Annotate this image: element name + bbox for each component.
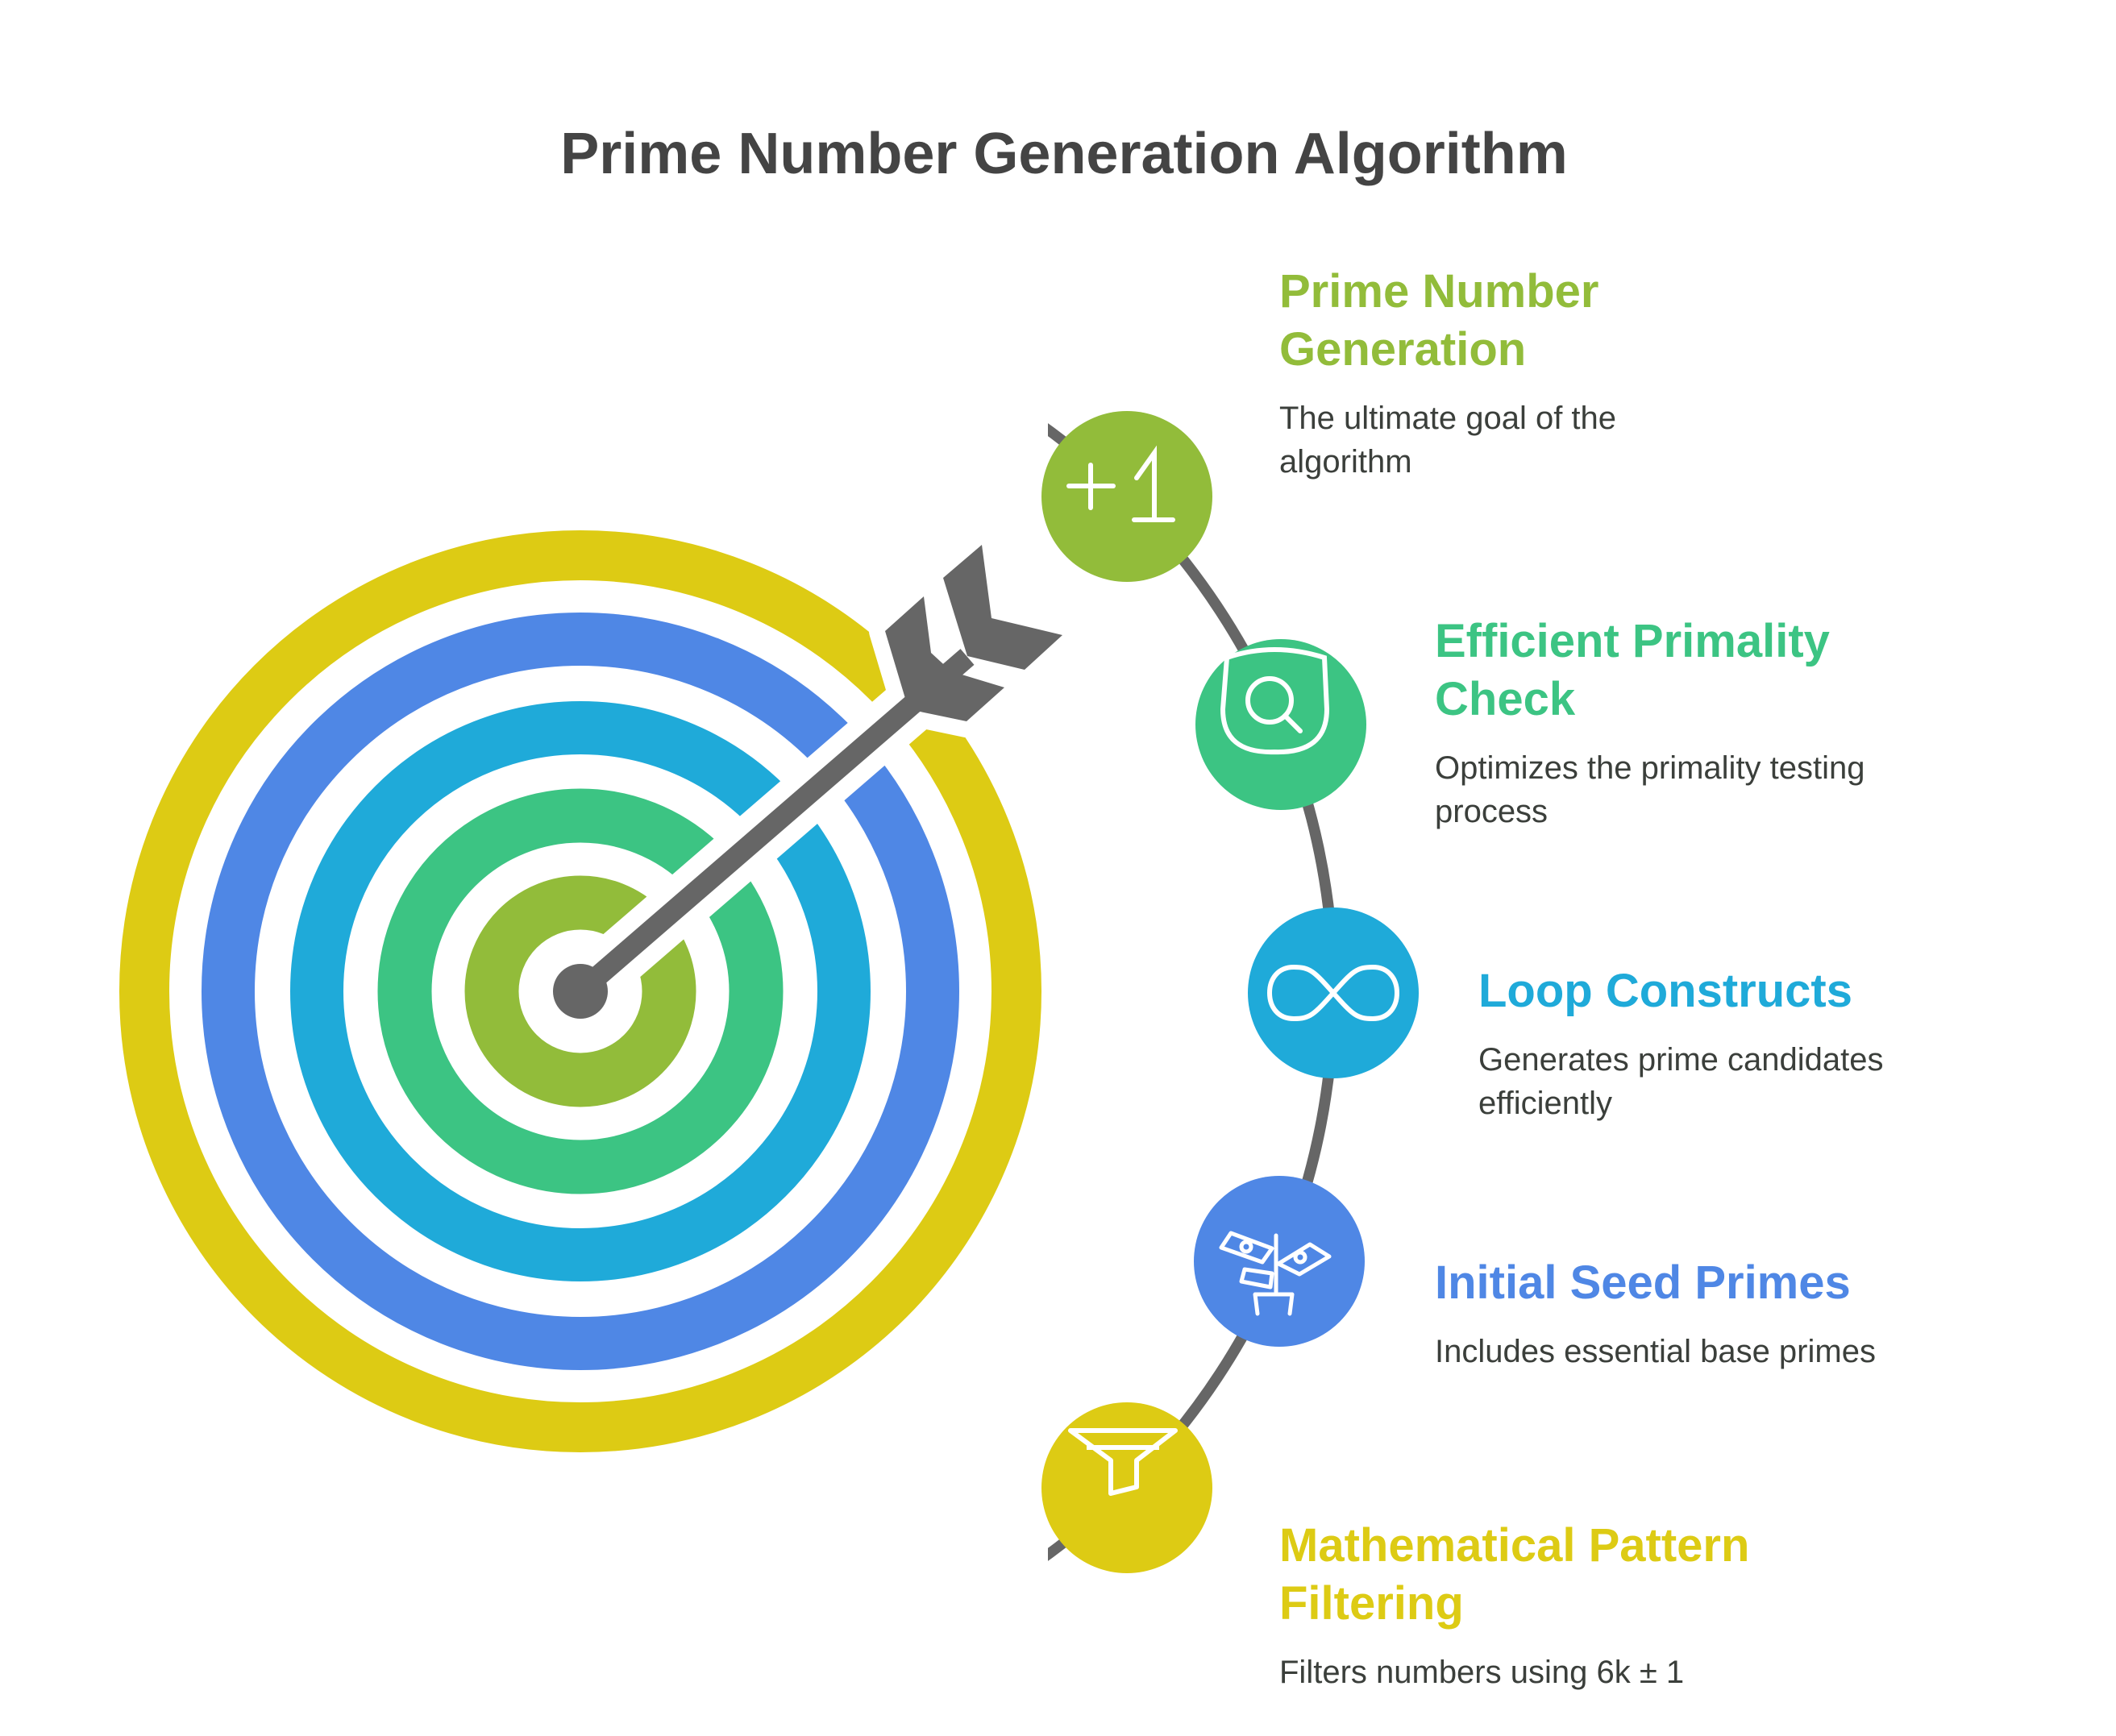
arrow-icon [553,529,1079,1019]
desc-line: Optimizes the primality testing [1435,750,1865,786]
step-circle-2 [1195,639,1366,810]
step-description: Generates prime candidates efficiently [1478,1038,1884,1125]
funnel-icon [1068,1428,1178,1496]
desc-line: Includes essential base primes [1435,1334,1876,1369]
step-heading: Initial Seed Primes [1435,1254,1876,1312]
heading-line: Loop Constructs [1478,965,1852,1017]
step-description: Includes essential base primes [1435,1330,1876,1373]
page-title: Prime Number Generation Algorithm [560,122,1568,186]
shield-search-icon [1220,647,1330,755]
desc-line: algorithm [1279,444,1412,480]
heading-line: Mathematical Pattern [1279,1519,1750,1572]
heading-line: Generation [1279,323,1527,376]
step-description: Filters numbers using 6k ± 1 [1279,1651,1749,1694]
desc-line: process [1435,794,1549,829]
desc-line: efficiently [1478,1086,1613,1121]
plant-money-icon [1219,1073,1332,1316]
plus-one-icon [1066,445,1175,522]
desc-line: The ultimate goal of the [1279,401,1617,436]
heading-line: Efficient Primality [1435,615,1830,667]
ring-green [377,788,784,1194]
step-3: Loop Constructs Generates prime candidat… [1478,962,1884,1125]
ring-yellow [119,530,1041,1452]
step-heading: Loop Constructs [1478,962,1884,1020]
step-circle-5 [1041,1402,1212,1573]
step-circle-4 [1194,1073,1365,1347]
step-circle-3 [1248,907,1419,1078]
heading-line: Filtering [1279,1577,1464,1630]
desc-line: Generates prime candidates [1478,1042,1884,1078]
heading-line: Prime Number [1279,265,1599,318]
step-description: The ultimate goal of the algorithm [1279,397,1616,484]
heading-line: Initial Seed Primes [1435,1256,1851,1309]
heading-line: Check [1435,673,1576,725]
target-icon [119,530,1041,1452]
step-circle-1 [1041,411,1212,582]
ring-cyan [290,701,871,1281]
step-description: Optimizes the primality testing process [1435,746,1865,833]
infinity-icon [1266,964,1400,1022]
ring-blue [202,613,959,1370]
desc-line: Filters numbers using 6k ± 1 [1279,1655,1685,1690]
step-4: Initial Seed Primes Includes essential b… [1435,1254,1876,1373]
ring-lime [464,875,696,1107]
